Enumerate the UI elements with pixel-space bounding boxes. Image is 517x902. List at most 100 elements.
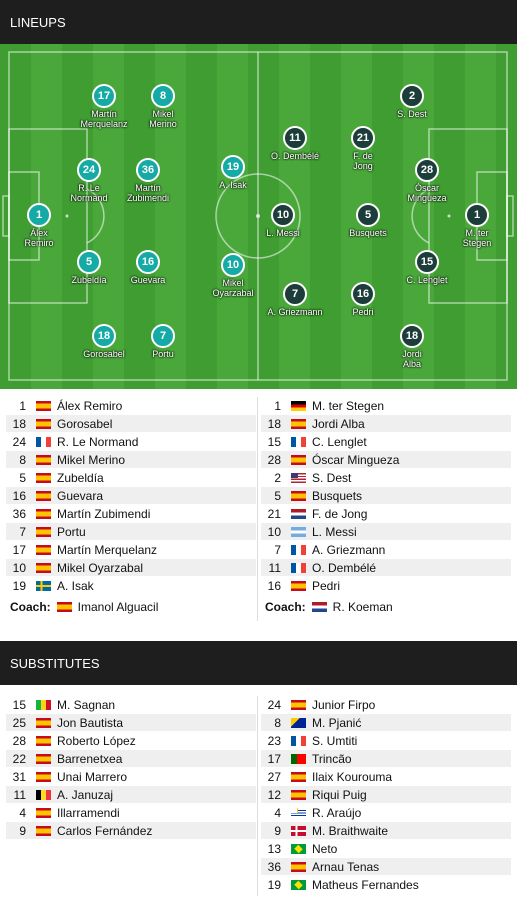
shirt-number: 5: [274, 488, 281, 503]
es-flag-icon: [36, 490, 51, 501]
player-name: Óscar Mingueza: [312, 452, 400, 467]
es-flag-icon: [36, 753, 51, 764]
coach-name[interactable]: Imanol Alguacil: [77, 600, 159, 614]
shirt-number: 16: [267, 578, 281, 593]
es-flag-icon: [291, 490, 306, 501]
shirt-number: 28: [267, 452, 281, 467]
es-flag-icon: [36, 526, 51, 537]
player-name: Gorosabel: [83, 349, 125, 359]
coach-name[interactable]: R. Koeman: [332, 600, 393, 614]
player-row[interactable]: 28 Óscar Mingueza: [261, 451, 511, 469]
player-name: A. Griezmann: [267, 307, 323, 317]
nl-flag-icon: [311, 602, 327, 612]
player-name: M. Braithwaite: [312, 823, 389, 838]
shirt-number: 28: [12, 733, 26, 748]
player-number-marker: 16: [136, 250, 160, 274]
player-name: Guevara: [57, 488, 104, 503]
lineups-title: LINEUPS: [10, 14, 66, 30]
shirt-number: 15: [12, 697, 26, 712]
es-flag-icon: [36, 825, 51, 836]
player-number-marker: 5: [356, 203, 380, 227]
es-flag-icon: [36, 508, 51, 519]
shirt-number: 11: [268, 560, 281, 575]
shirt-number: 18: [267, 416, 281, 431]
player-name: Zubeldía: [57, 470, 104, 485]
shirt-number: 4: [274, 805, 281, 820]
player-number-marker: 11: [283, 126, 307, 150]
shirt-number: 24: [267, 697, 281, 712]
player-name: S. Umtiti: [312, 733, 358, 748]
player-name: Mikel Merino: [57, 452, 126, 467]
shirt-number: 12: [267, 787, 281, 802]
es-flag-icon: [36, 562, 51, 573]
shirt-number: 1: [274, 398, 281, 413]
player-name: M. ter Stegen: [312, 398, 385, 413]
player-row[interactable]: 1 M. ter Stegen: [261, 397, 511, 415]
player-name: Portu: [152, 349, 174, 359]
